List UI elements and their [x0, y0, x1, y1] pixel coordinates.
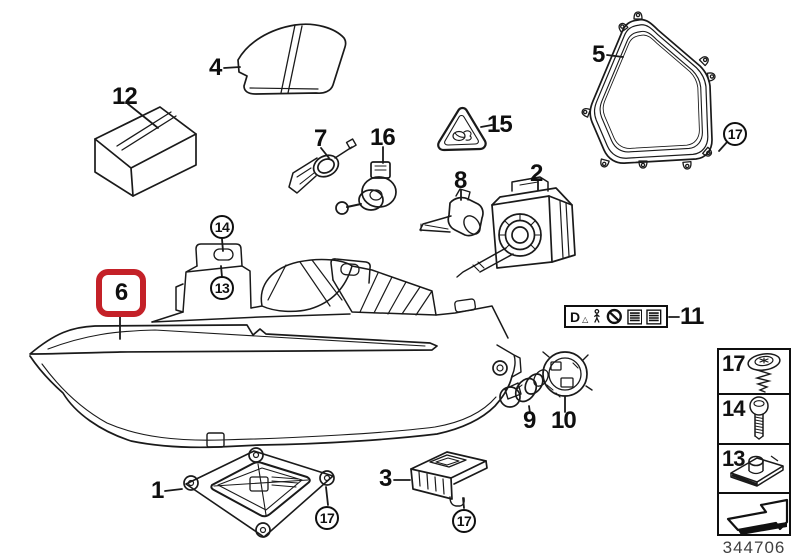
torx-flange-screw-icon	[747, 353, 781, 393]
part-5-gasket-drawing	[581, 11, 716, 170]
plate-letter-d: D	[570, 308, 581, 325]
part-16-actuator-drawing	[335, 161, 397, 215]
pan-head-screw-icon	[749, 396, 769, 440]
part-label-15[interactable]: 15	[487, 111, 513, 138]
part-label-1[interactable]: 1	[151, 477, 164, 504]
fastener-legend-table: 17 14 13	[717, 348, 791, 536]
part-label-11[interactable]: 11	[680, 303, 704, 330]
part-7-bulb-drawing	[288, 138, 357, 194]
callout-13[interactable]: 13	[210, 276, 234, 300]
callout-17-module[interactable]: 17	[452, 509, 476, 533]
part-6-trim-strip-drawing	[29, 324, 438, 355]
part-8-bulb-drawing	[419, 188, 484, 237]
part-1-ballast-drawing	[183, 447, 335, 538]
part-2-xenon-module-drawing	[456, 176, 576, 278]
headlamp-housing-drawing	[151, 243, 509, 339]
legend-num-14: 14	[722, 396, 746, 421]
part-label-10[interactable]: 10	[551, 407, 577, 434]
part-label-4[interactable]: 4	[209, 54, 222, 81]
gasket-mount-tabs	[581, 11, 716, 170]
part-label-5[interactable]: 5	[592, 41, 605, 68]
part-label-7[interactable]: 7	[314, 125, 327, 152]
part-3-module-drawing	[410, 451, 488, 507]
legend-row-17: 17	[719, 350, 789, 395]
part-label-2[interactable]: 2	[530, 160, 543, 187]
callout-14[interactable]: 14	[210, 215, 234, 239]
pedestrian-icon	[594, 309, 601, 323]
prohibition-icon	[606, 308, 623, 325]
small-triangle-icon: △	[582, 314, 589, 324]
part-label-6[interactable]: 6	[114, 279, 128, 306]
direction-arrow-icon	[726, 498, 789, 535]
barcode-icon	[646, 308, 662, 325]
legend-row-13: 13	[719, 445, 789, 494]
sheet-metal-clip-nut-icon	[730, 455, 784, 487]
barcode-icon	[626, 308, 643, 325]
part-12-box-drawing	[94, 106, 197, 197]
part-10-cap-drawing	[542, 351, 593, 398]
part-label-8[interactable]: 8	[454, 167, 467, 194]
legend-num-17: 17	[722, 351, 746, 376]
part-label-12[interactable]: 12	[112, 83, 138, 110]
part-label-16[interactable]: 16	[370, 124, 396, 151]
callout-17-gasket[interactable]: 17	[723, 122, 747, 146]
highlight-box-part-6: 6	[96, 269, 146, 317]
legend-row-arrow	[719, 494, 789, 543]
headlamp-lens-drawing	[29, 344, 522, 449]
part-4-cover-drawing	[237, 23, 347, 95]
callout-17-ballast[interactable]: 17	[315, 506, 339, 530]
part-11-info-label-drawing: D △	[564, 305, 668, 328]
legend-row-14: 14	[719, 395, 789, 445]
part-label-3[interactable]: 3	[379, 465, 392, 492]
part-label-9[interactable]: 9	[523, 407, 536, 434]
legend-num-13: 13	[722, 446, 746, 471]
part-15-warning-triangle-drawing	[437, 106, 487, 152]
diagram-number: 344706	[722, 538, 786, 557]
part-9-bulb-drawing	[499, 369, 549, 408]
